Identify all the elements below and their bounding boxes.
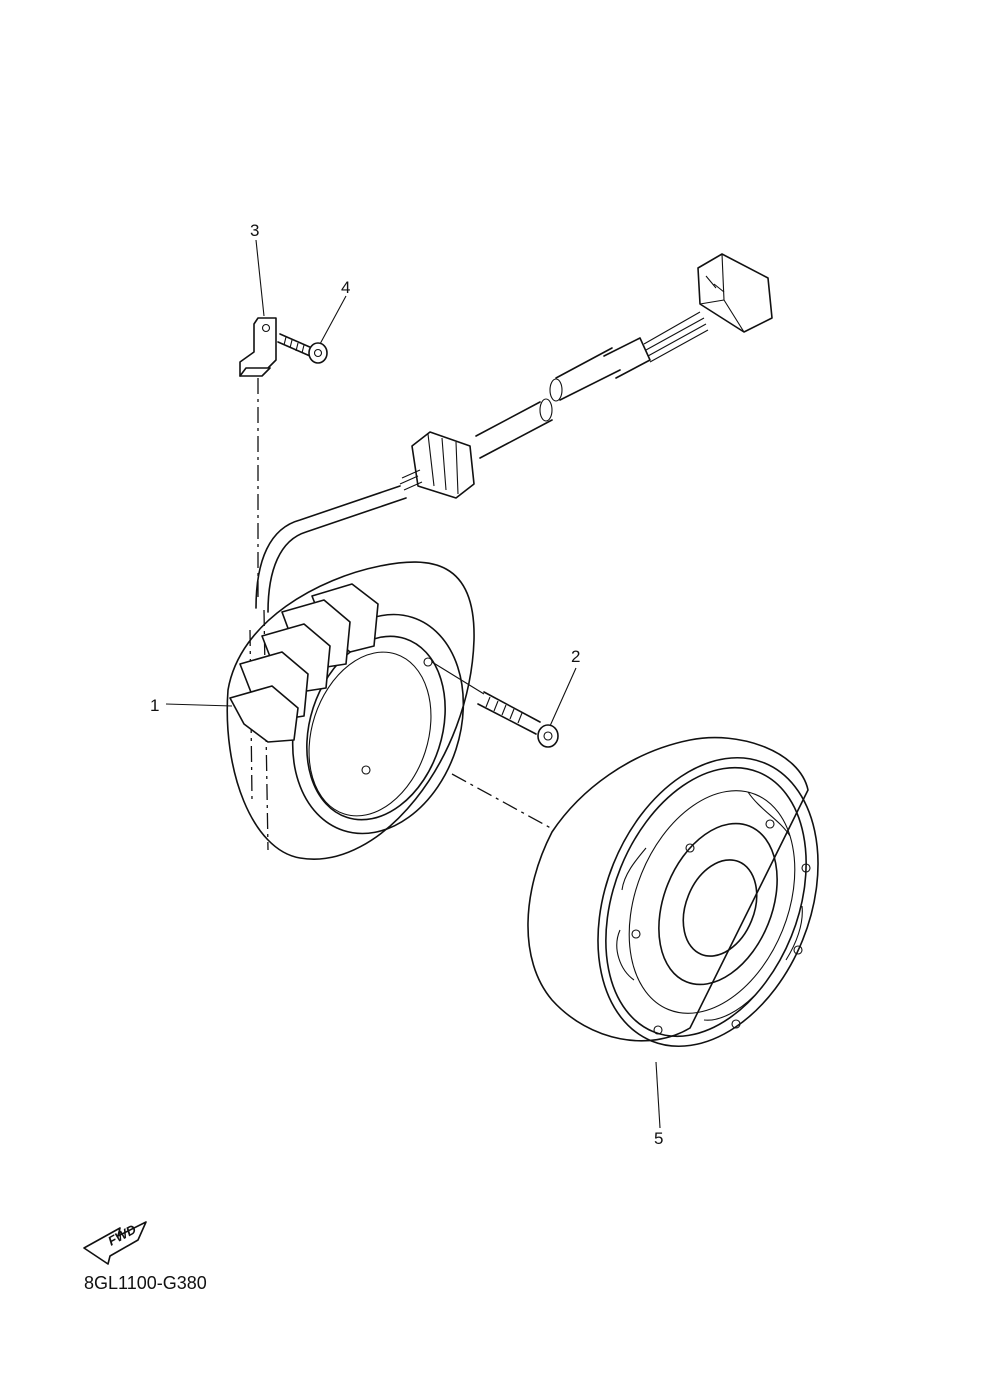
leader-line-3	[255, 239, 265, 317]
callout-5: 5	[654, 1129, 663, 1148]
callout-3: 3	[250, 221, 259, 240]
screw-part-4	[277, 333, 328, 364]
callout-1: 1	[150, 696, 159, 715]
forward-arrow-icon: FWD	[83, 1221, 147, 1265]
wire-harness	[255, 253, 773, 613]
rotor-part-5	[527, 736, 819, 1048]
stator-part-1	[226, 561, 475, 860]
rotor-alignment-line	[451, 773, 559, 833]
callout-2: 2	[571, 647, 580, 666]
drawing-code: 8GL1100-G380	[84, 1273, 207, 1293]
leader-line-5	[655, 1061, 661, 1129]
bolt-part-2	[431, 661, 559, 748]
leader-line-4	[319, 295, 347, 345]
callout-4: 4	[341, 278, 350, 297]
leader-line-1	[165, 703, 233, 707]
bracket-part-3	[239, 317, 277, 377]
leader-line-2	[549, 667, 577, 727]
